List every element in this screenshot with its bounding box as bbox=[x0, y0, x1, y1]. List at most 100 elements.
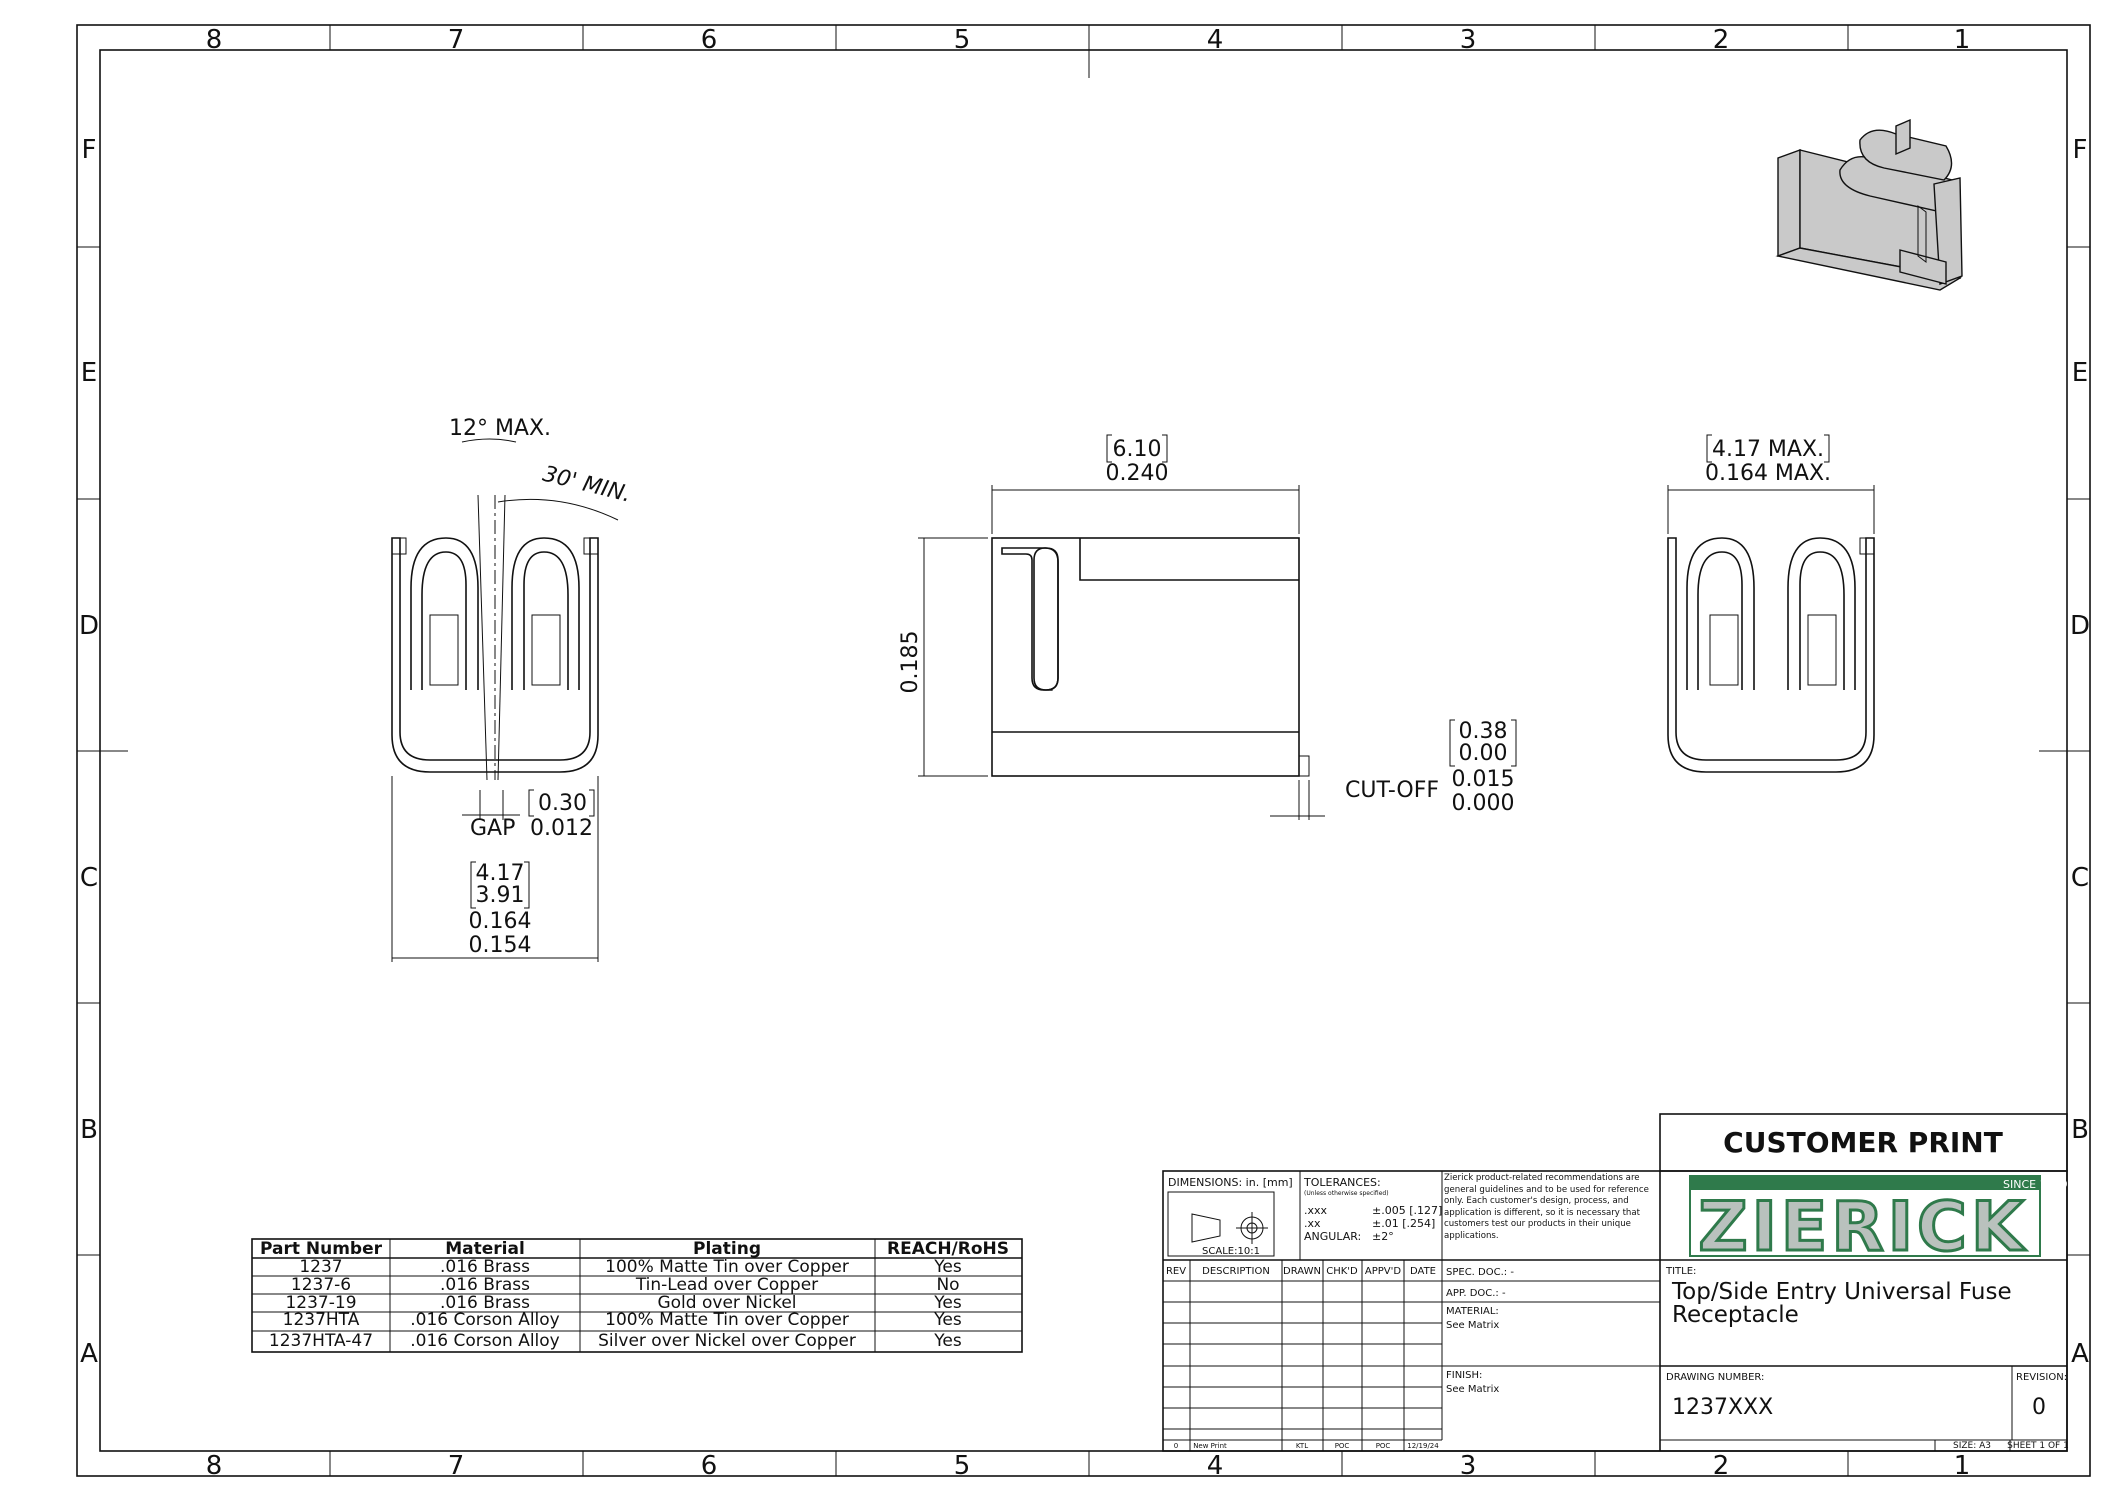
matrix-cell: .016 Corson Alloy bbox=[410, 1331, 560, 1351]
matrix-header: Material bbox=[445, 1239, 525, 1259]
drawing-number: 1237XXX bbox=[1672, 1395, 1773, 1420]
sheet-size: SIZE: A3 bbox=[1953, 1441, 1991, 1451]
zone-labels: 8 7 6 5 4 3 2 1 8 7 6 5 4 3 2 1 F E D C … bbox=[79, 25, 2090, 1481]
zone-col-bottom: 3 bbox=[1460, 1451, 1477, 1481]
rev-header: CHK'D bbox=[1326, 1266, 1358, 1277]
gap-in: 0.012 bbox=[530, 816, 593, 841]
left-end-view: 12° MAX. 30' MIN. GAP 0.30 0.012 4.17 3.… bbox=[391, 416, 634, 962]
height-in: 0.185 bbox=[898, 631, 923, 694]
zierick-logo: SINCE 1919 ZIERICK bbox=[1689, 1175, 2068, 1269]
zone-row-left: C bbox=[80, 863, 98, 893]
matrix-cell: Yes bbox=[933, 1293, 962, 1313]
material-value: See Matrix bbox=[1446, 1320, 1499, 1331]
logo-wordmark: ZIERICK bbox=[1698, 1188, 2027, 1267]
right-end-view: 4.17 MAX. 0.164 MAX. bbox=[1667, 434, 1875, 773]
zone-col-bottom: 6 bbox=[701, 1451, 718, 1481]
matrix-cell: .016 Brass bbox=[440, 1257, 530, 1277]
rev-entry: New Print bbox=[1193, 1442, 1227, 1450]
rev-header: DATE bbox=[1410, 1266, 1436, 1277]
zone-col-bottom: 5 bbox=[954, 1451, 971, 1481]
cutoff-mm-min: 0.00 bbox=[1459, 741, 1508, 766]
matrix-cell: .016 Corson Alloy bbox=[410, 1310, 560, 1330]
zone-row-left: E bbox=[81, 358, 97, 388]
zone-col-top: 7 bbox=[448, 25, 465, 55]
matrix-cell: .016 Brass bbox=[440, 1275, 530, 1295]
dimensions-label: DIMENSIONS: in. [mm] bbox=[1168, 1176, 1293, 1189]
rev-entry: POC bbox=[1376, 1442, 1391, 1450]
rev-entry: 12/19/24 bbox=[1407, 1442, 1439, 1450]
length-in: 0.240 bbox=[1106, 461, 1169, 486]
zone-row-left: F bbox=[82, 135, 97, 165]
width-mm-min: 3.91 bbox=[476, 883, 525, 908]
finish-value: See Matrix bbox=[1446, 1384, 1499, 1395]
zone-col-top: 1 bbox=[1954, 25, 1971, 55]
material-matrix: Part Number Material Plating REACH/RoHS … bbox=[251, 1238, 1023, 1353]
zone-col-bottom: 2 bbox=[1713, 1451, 1730, 1481]
tol-key: ANGULAR: bbox=[1304, 1230, 1361, 1243]
matrix-cell: Gold over Nickel bbox=[657, 1293, 796, 1313]
title-label: TITLE: bbox=[1665, 1266, 1696, 1277]
side-view: 6.10 0.240 0.185 CUT-OFF 0.38 0.00 0.015… bbox=[898, 434, 1517, 820]
matrix-cell: Tin-Lead over Copper bbox=[635, 1275, 818, 1295]
right-width-in: 0.164 MAX. bbox=[1705, 461, 1831, 486]
matrix-cell: Silver over Nickel over Copper bbox=[598, 1331, 856, 1351]
rev-entry: 0 bbox=[1174, 1442, 1178, 1450]
drawing-number-label: DRAWING NUMBER: bbox=[1666, 1372, 1764, 1383]
zone-col-top: 4 bbox=[1207, 25, 1224, 55]
cutoff-label: CUT-OFF bbox=[1345, 778, 1439, 803]
zone-col-top: 5 bbox=[954, 25, 971, 55]
width-in-min: 0.154 bbox=[469, 933, 532, 958]
matrix-cell: 1237-19 bbox=[285, 1293, 356, 1313]
matrix-header: Plating bbox=[693, 1239, 761, 1259]
material-label: MATERIAL: bbox=[1446, 1306, 1499, 1317]
isometric-view bbox=[1775, 118, 1963, 291]
title-block: CUSTOMER PRINT DIMENSIONS: in. [mm] SCAL… bbox=[1162, 1113, 2069, 1452]
cutoff-in-max: 0.015 bbox=[1452, 767, 1515, 792]
rev-entry: KTL bbox=[1296, 1442, 1308, 1450]
spec-doc: SPEC. DOC.: - bbox=[1446, 1267, 1514, 1278]
zone-col-top: 8 bbox=[206, 25, 223, 55]
matrix-header: REACH/RoHS bbox=[887, 1239, 1009, 1259]
rev-entry: POC bbox=[1335, 1442, 1350, 1450]
rev-header: DESCRIPTION bbox=[1202, 1266, 1270, 1277]
angle-max-label: 12° MAX. bbox=[449, 416, 551, 441]
length-mm: 6.10 bbox=[1113, 437, 1162, 462]
matrix-cell: 1237HTA bbox=[283, 1310, 360, 1330]
matrix-cell: No bbox=[936, 1275, 959, 1295]
matrix-cell: .016 Brass bbox=[440, 1293, 530, 1313]
matrix-cell: Yes bbox=[933, 1310, 962, 1330]
zone-row-right: D bbox=[2070, 611, 2090, 641]
zone-row-right: B bbox=[2071, 1115, 2089, 1145]
tol-key: .xx bbox=[1304, 1217, 1321, 1230]
zone-row-left: B bbox=[80, 1115, 98, 1145]
finish-label: FINISH: bbox=[1446, 1370, 1482, 1381]
zone-col-top: 3 bbox=[1460, 25, 1477, 55]
zone-row-right: C bbox=[2071, 863, 2089, 893]
rev-header: APPV'D bbox=[1365, 1266, 1401, 1277]
drawing-title-line2: Receptacle bbox=[1672, 1302, 1799, 1328]
cutoff-mm-max: 0.38 bbox=[1459, 719, 1508, 744]
matrix-cell: 1237HTA-47 bbox=[269, 1331, 373, 1351]
zone-row-left: A bbox=[80, 1339, 98, 1369]
zone-col-bottom: 8 bbox=[206, 1451, 223, 1481]
matrix-cell: 100% Matte Tin over Copper bbox=[605, 1257, 849, 1277]
zone-row-right: A bbox=[2071, 1339, 2089, 1369]
gap-mm: 0.30 bbox=[538, 791, 587, 816]
width-in-max: 0.164 bbox=[469, 909, 532, 934]
rev-header: REV bbox=[1166, 1266, 1186, 1277]
tol-value: ±2° bbox=[1372, 1230, 1394, 1243]
sheet-count: SHEET 1 OF 1 bbox=[2007, 1441, 2069, 1451]
tolerances-label: TOLERANCES: bbox=[1303, 1176, 1381, 1189]
disclaimer-text: Zierick product-related recommendations … bbox=[1444, 1173, 1649, 1241]
matrix-header: Part Number bbox=[260, 1239, 383, 1259]
scale-label: SCALE:10:1 bbox=[1202, 1246, 1260, 1257]
tol-key: .xxx bbox=[1304, 1204, 1328, 1217]
zone-col-bottom: 7 bbox=[448, 1451, 465, 1481]
tol-value: ±.005 [.127] bbox=[1372, 1204, 1442, 1217]
zone-col-top: 6 bbox=[701, 25, 718, 55]
right-width-mm: 4.17 MAX. bbox=[1712, 437, 1824, 462]
revision-value: 0 bbox=[2032, 1395, 2046, 1420]
width-mm-max: 4.17 bbox=[476, 861, 525, 886]
tol-value: ±.01 [.254] bbox=[1372, 1217, 1435, 1230]
